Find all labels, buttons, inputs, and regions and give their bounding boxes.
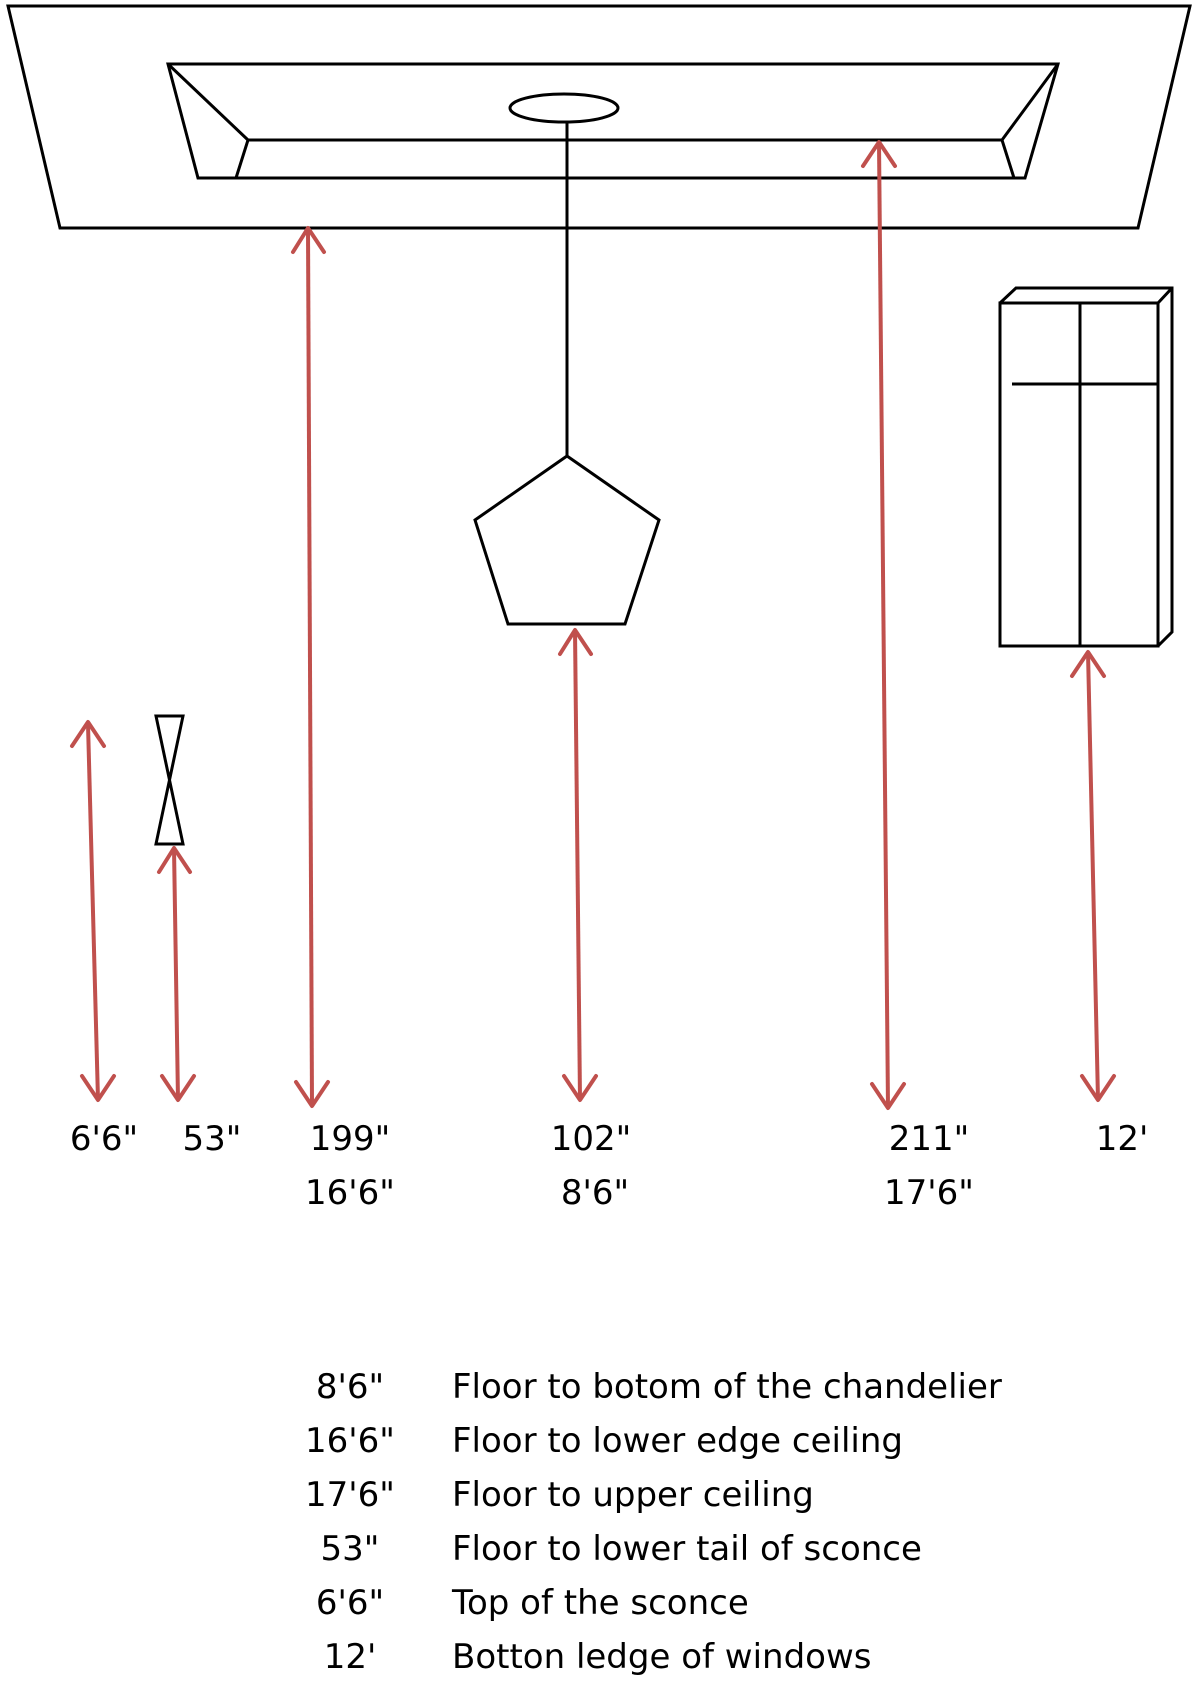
dim-upper-ceiling-feet: 17'6" [884,1173,974,1213]
dim-sconce-tail: 53" [183,1119,242,1159]
chandelier-canopy [508,92,620,124]
coffer-inner-edge [234,138,1016,179]
legend-value-2: 16'6" [305,1421,395,1461]
ceiling [6,4,1192,230]
legend-value-1: 8'6" [316,1367,384,1407]
window [998,286,1174,648]
chandelier [473,122,661,626]
dim-window-ledge: 12' [1096,1119,1149,1159]
legend-value-3: 17'6" [305,1475,395,1515]
window-depth [998,286,1174,648]
dimension-labels: 6'6" 53" 199" 16'6" 102" 8'6" 211" 17'6"… [70,1119,1148,1213]
legend-value-6: 12' [324,1637,377,1677]
arrow-window-ledge [1070,650,1116,1102]
ceiling-outer-edge [6,4,1192,230]
chandelier-shade [473,454,661,626]
coffer-outer [166,62,1060,180]
arrow-chandelier [558,628,598,1102]
dim-lower-ceiling-feet: 16'6" [305,1173,395,1213]
sconce [154,714,185,846]
dimension-arrows [70,140,1116,1110]
dim-upper-ceiling-inches: 211" [889,1119,970,1159]
arrow-sconce-top [70,720,116,1102]
legend-value-5: 6'6" [316,1583,384,1623]
coffer-corner-right [1000,63,1060,141]
legend-description-5: Top of the sconce [451,1583,749,1623]
legend-description-1: Floor to botom of the chandelier [452,1367,1002,1407]
dim-sconce-top: 6'6" [70,1119,138,1159]
dim-chandelier-inches: 102" [551,1119,632,1159]
legend-description-2: Floor to lower edge ceiling [452,1421,903,1461]
ceiling-coffer [166,62,1060,180]
legend: 8'6" Floor to botom of the chandelier 16… [305,1367,1002,1677]
coffer-corner-left [166,62,250,142]
dim-chandelier-feet: 8'6" [561,1173,629,1213]
legend-description-3: Floor to upper ceiling [452,1475,814,1515]
arrow-sconce-tail [157,846,196,1102]
window-depth-top-edge [1156,286,1174,305]
legend-value-4: 53" [321,1529,380,1569]
arrow-lower-ceiling [291,226,330,1108]
dim-lower-ceiling-inches: 199" [310,1119,391,1159]
arrow-upper-ceiling [861,140,906,1110]
legend-description-6: Botton ledge of windows [452,1637,872,1677]
sconce-body [154,714,185,846]
legend-description-4: Floor to lower tail of sconce [452,1529,922,1569]
